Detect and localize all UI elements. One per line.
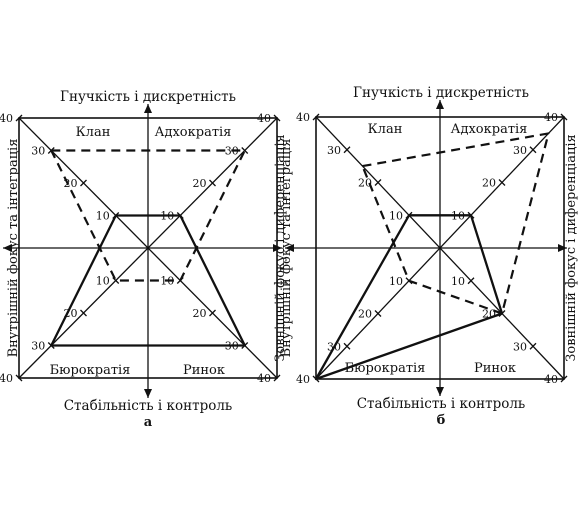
panel-b-quadrant-bureaucracy: Бюрократія <box>345 361 426 376</box>
panel-b-tick-label: 30 <box>327 144 341 157</box>
panel-b-tick-label: 40 <box>296 111 310 124</box>
panel-b-tick-label: 30 <box>513 340 527 353</box>
panel-a-tick-mark <box>80 309 87 317</box>
panel-b-tick-label: 10 <box>389 275 403 288</box>
panel-a-frame <box>3 104 282 398</box>
panel-b-tick-mark <box>560 113 568 121</box>
panel-a: Гнучкість і дискретність Стабільність і … <box>0 89 282 430</box>
panel-a-quadrant-clan: Клан <box>76 125 111 140</box>
panel-b-tick-mark <box>343 146 351 154</box>
panel-b-tick-label: 40 <box>296 373 310 386</box>
panel-a-dashed-profile <box>50 149 246 282</box>
panel-a-tick-mark <box>80 179 87 187</box>
panel-a-tick-label: 30 <box>31 145 45 158</box>
panel-b-right-label: Зовнішній фокус і диференціація <box>564 134 579 361</box>
panel-a-tick-label: 20 <box>193 307 207 320</box>
panel-a-tick-label: 40 <box>0 372 13 385</box>
panel-a-quadrant-bureaucracy: Бюрократія <box>50 363 131 378</box>
panel-b-quadrant-market: Ринок <box>474 361 516 376</box>
panel-b-tick-label: 20 <box>358 177 372 190</box>
panel-b-arrow-down <box>436 387 444 396</box>
panel-b-tick-label: 40 <box>544 111 558 124</box>
panel-a-bottom-label: Стабільність і контроль <box>64 398 233 414</box>
panel-a-tick-mark <box>15 114 23 122</box>
panel-a-quadrant-market: Ринок <box>183 363 225 378</box>
panel-a-right-label: Зовнішній фокус і диференціація <box>273 134 288 361</box>
panel-b-tick-mark <box>560 375 568 383</box>
panel-b-tick-label: 20 <box>358 308 372 321</box>
panel-a-quadrant-adhocracy: Адхократія <box>155 125 232 140</box>
panel-b-tick-mark <box>529 146 537 154</box>
panel-a-arrow-left <box>3 244 12 252</box>
panel-a-profiles <box>50 149 246 347</box>
panel-b-tick-label: 10 <box>389 209 403 222</box>
panel-a-solid-profile <box>50 214 246 347</box>
panel-a-tick-label: 20 <box>64 307 78 320</box>
panel-b-tick-mark <box>343 342 351 350</box>
panel-b-quadrant-clan: Клан <box>368 122 403 137</box>
panel-b-arrow-right <box>558 244 567 252</box>
panel-a-tick-label: 40 <box>257 112 271 125</box>
panel-b-tick-mark <box>498 179 506 186</box>
panel-a-tick-label: 10 <box>96 275 110 288</box>
panel-b-tick-label: 30 <box>513 144 527 157</box>
panel-b-tick-mark <box>374 310 382 317</box>
panel-a-tick-label: 40 <box>257 372 271 385</box>
panel-b-tick-mark <box>467 277 475 285</box>
panel-a-arrow-right <box>273 244 282 252</box>
panel-b-tick-label: 40 <box>544 373 558 386</box>
panel-b-top-label: Гнучкість і дискретність <box>353 85 529 101</box>
panel-a-tick-mark <box>241 147 249 154</box>
panel-b: Гнучкість і дискретність Стабільність і … <box>279 85 579 428</box>
panel-a-tick-mark <box>273 374 281 382</box>
panel-b-tick-label: 10 <box>451 275 465 288</box>
panel-a-tick-mark <box>209 309 216 317</box>
panel-b-arrow-left <box>285 244 294 252</box>
panel-b-quadrant-adhocracy: Адхократія <box>451 122 528 137</box>
panel-a-top-label: Гнучкість і дискретність <box>60 89 236 105</box>
panel-b-profiles <box>314 132 550 381</box>
panel-a-caption: а <box>144 415 153 430</box>
panel-a-tick-mark <box>209 179 216 187</box>
panel-b-frame <box>285 100 567 396</box>
panel-b-arrow-up <box>436 100 444 109</box>
panel-a-tick-label: 40 <box>0 112 13 125</box>
panel-b-tick-mark <box>374 179 382 186</box>
panel-b-tick-label: 20 <box>482 177 496 190</box>
panel-a-tick-mark <box>273 114 281 122</box>
panel-a-arrow-up <box>144 104 152 113</box>
panel-b-solid-profile <box>314 214 504 381</box>
panel-b-caption: б <box>437 413 446 428</box>
panel-a-arrow-down <box>144 389 152 398</box>
panel-b-tick-mark <box>312 113 320 121</box>
panel-b-bottom-label: Стабільність і контроль <box>357 396 526 412</box>
panel-a-tick-label: 20 <box>193 177 207 190</box>
panel-a-tick-mark <box>15 374 23 382</box>
panel-a-tick-label: 30 <box>31 340 45 353</box>
panel-a-tick-label: 10 <box>96 210 110 223</box>
panel-b-tick-mark <box>529 342 537 350</box>
